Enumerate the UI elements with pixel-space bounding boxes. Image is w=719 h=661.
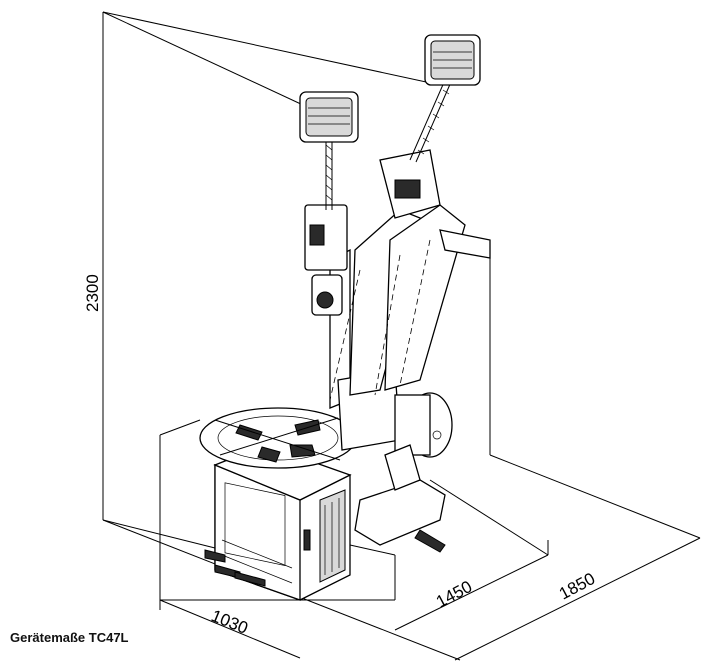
lamp-left	[299, 91, 359, 210]
depth-max-dimension-label: 1850	[556, 569, 598, 604]
turntable	[199, 407, 357, 469]
width-dimension-label: 1030	[209, 606, 251, 638]
height-dimension-label: 2300	[83, 274, 102, 312]
lamp-right	[409, 34, 481, 163]
depth-dimension-label: 1450	[433, 577, 475, 612]
bead-breaker	[349, 444, 446, 556]
tilting-arm	[329, 149, 491, 458]
caption: Gerätemaße TC47L	[10, 630, 129, 645]
